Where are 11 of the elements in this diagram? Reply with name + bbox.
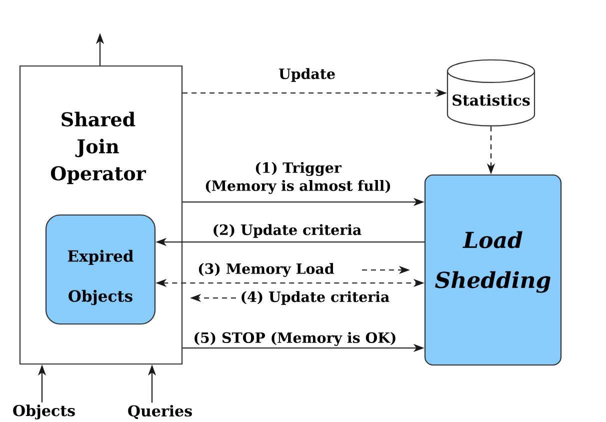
input-label: Objects	[13, 404, 75, 420]
input-label: Queries	[128, 404, 192, 420]
edge-label: Update	[278, 68, 335, 82]
edge-label: (5) STOP (Memory is OK)	[194, 332, 396, 346]
text-label: (4) Update criteria	[242, 291, 390, 305]
edge-label: (2) Update criteria	[214, 224, 362, 238]
rounded-box: Expired Objects	[45, 214, 156, 325]
edge-label: (3) Memory Load	[198, 263, 334, 277]
process-box: Load Shedding	[424, 174, 562, 366]
edge-label: (1) Trigger (Memory is almost full)	[206, 162, 390, 194]
database-cylinder: Statistics	[446, 59, 536, 126]
